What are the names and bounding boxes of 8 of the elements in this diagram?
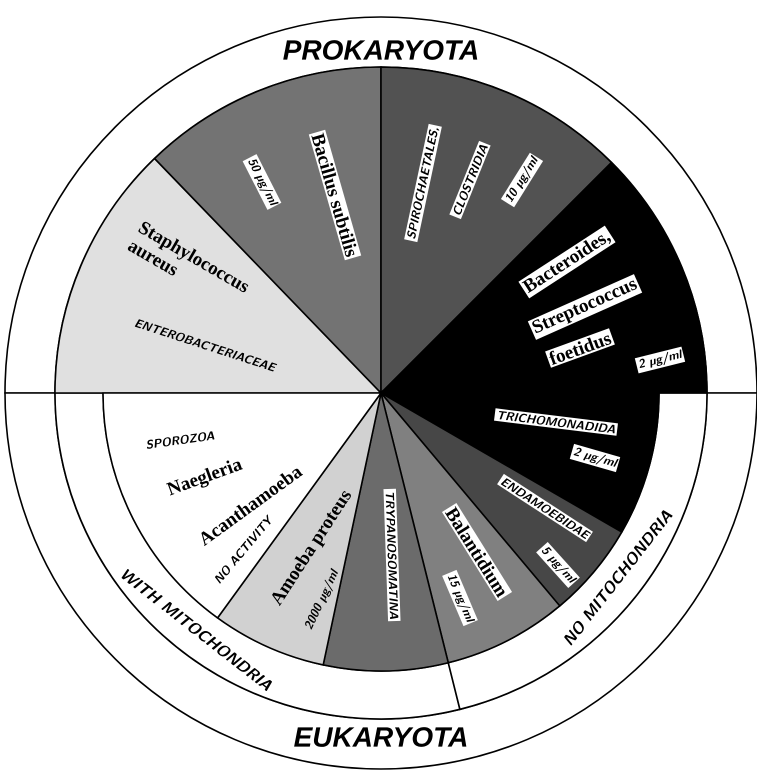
label-box: TRYPANOSOMATINA: [383, 488, 401, 622]
label-box: Bacillus subtilis: [308, 130, 362, 260]
sector-label: SPOROZOA: [146, 431, 214, 449]
band-title: EUKARYOTA: [294, 727, 466, 747]
label-box: 2 µg/ml: [570, 444, 620, 472]
label-box: foetidus: [545, 328, 615, 368]
band-title: PROKARYOTA: [283, 40, 478, 60]
label-box: 2 µg/ml: [634, 346, 686, 374]
